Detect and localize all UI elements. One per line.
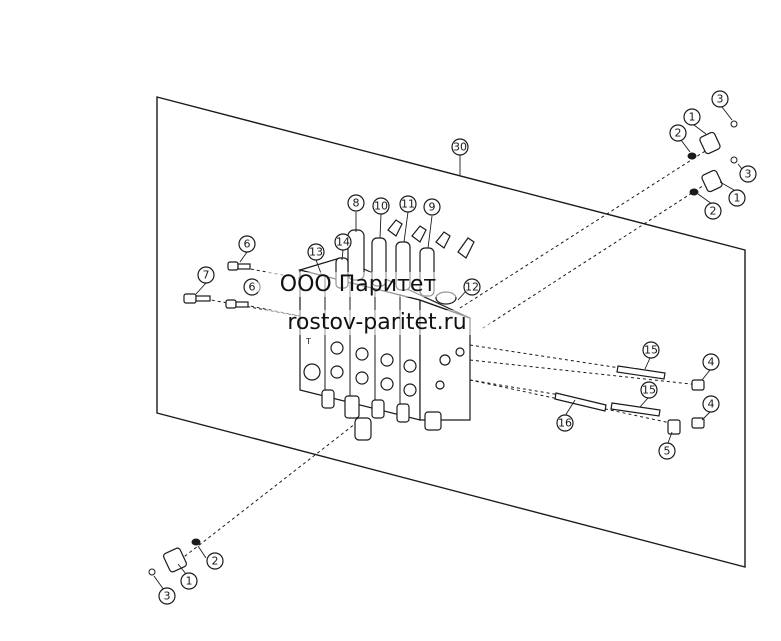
callout-9: 9: [423, 198, 441, 216]
svg-text:1: 1: [186, 575, 193, 588]
callout-3-mid: 3: [739, 165, 757, 183]
svg-text:2: 2: [675, 127, 682, 140]
callout-4-upper: 4: [702, 353, 720, 371]
svg-text:12: 12: [465, 281, 479, 294]
callout-14: 14: [334, 233, 352, 251]
port-label-t: T: [305, 337, 311, 346]
callout-2-mid: 2: [704, 202, 722, 220]
svg-text:13: 13: [309, 246, 323, 259]
svg-text:8: 8: [353, 197, 360, 210]
callout-30: 30: [451, 138, 469, 156]
callout-11: 11: [399, 195, 417, 213]
callout-10: 10: [372, 197, 390, 215]
callout-3-top: 3: [711, 90, 729, 108]
svg-text:3: 3: [745, 168, 752, 181]
svg-text:11: 11: [401, 198, 415, 211]
svg-text:2: 2: [212, 555, 219, 568]
callout-1-mid: 1: [728, 189, 746, 207]
svg-text:7: 7: [203, 269, 210, 282]
callout-5: 5: [658, 442, 676, 460]
svg-text:1: 1: [689, 111, 696, 124]
svg-text:15: 15: [644, 344, 658, 357]
svg-text:3: 3: [164, 590, 171, 603]
tie-rods: [554, 365, 666, 417]
callout-15-lower: 15: [640, 381, 658, 399]
svg-text:4: 4: [708, 356, 715, 369]
callout-1-top: 1: [683, 108, 701, 126]
svg-text:30: 30: [453, 141, 467, 154]
fittings-bottom-left: [148, 538, 201, 576]
svg-text:3: 3: [717, 93, 724, 106]
callout-4-lower: 4: [702, 395, 720, 413]
leader-lines: [153, 106, 747, 591]
callout-2-top: 2: [669, 124, 687, 142]
fittings-top-right: [687, 120, 738, 196]
svg-text:4: 4: [708, 398, 715, 411]
watermark-company: ООО Паритет: [258, 272, 458, 297]
callout-6-upper: 6: [238, 235, 256, 253]
svg-text:6: 6: [244, 238, 251, 251]
callout-2-bottom: 2: [206, 552, 224, 570]
svg-text:16: 16: [558, 417, 572, 430]
nuts: [667, 379, 705, 435]
svg-text:14: 14: [336, 236, 350, 249]
svg-text:15: 15: [642, 384, 656, 397]
bolts-left: [183, 261, 251, 309]
svg-text:10: 10: [374, 200, 388, 213]
svg-text:2: 2: [710, 205, 717, 218]
callout-15-upper: 15: [642, 341, 660, 359]
callout-16: 16: [556, 414, 574, 432]
callout-12: 12: [463, 278, 481, 296]
svg-text:5: 5: [664, 445, 671, 458]
callout-13: 13: [307, 243, 325, 261]
callout-1-bottom: 1: [180, 572, 198, 590]
watermark-website: rostov-paritet.ru: [262, 310, 492, 335]
callout-3-bottom: 3: [158, 587, 176, 605]
svg-text:6: 6: [249, 281, 256, 294]
svg-text:9: 9: [429, 201, 436, 214]
callout-7: 7: [197, 266, 215, 284]
callout-8: 8: [347, 194, 365, 212]
svg-text:1: 1: [734, 192, 741, 205]
